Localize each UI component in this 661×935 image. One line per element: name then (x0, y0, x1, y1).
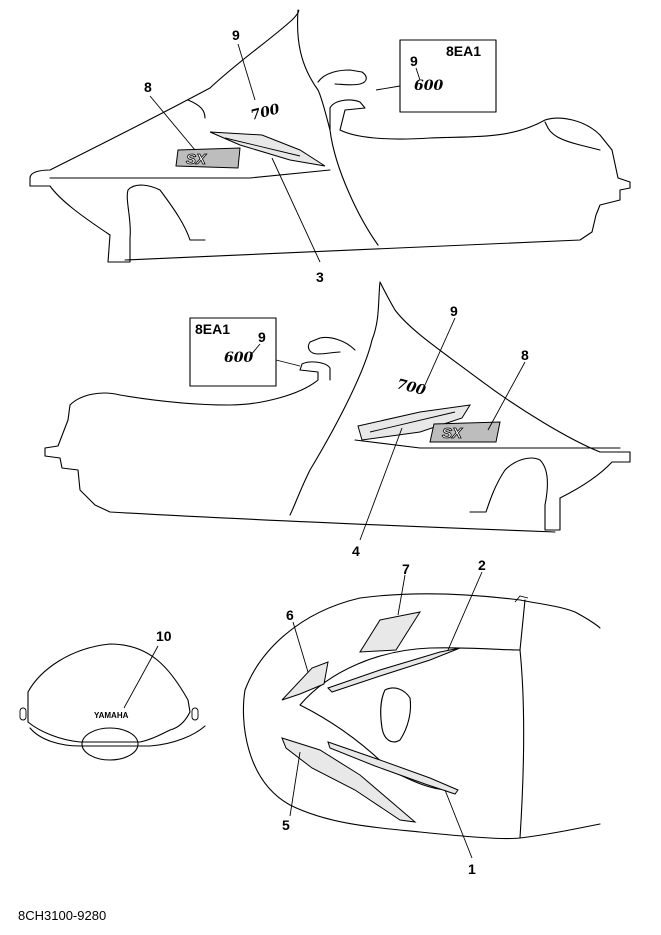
variant-pointer-right (275, 359, 301, 367)
side-panel-line-right (354, 439, 621, 449)
decal-9-700-emblem: 700 (249, 101, 281, 124)
leader-5 (289, 751, 301, 817)
hood-top-view: 7 2 6 5 1 (242, 557, 601, 877)
decal-4-inner (369, 411, 456, 433)
callout-4: 4 (352, 543, 360, 559)
callout-2: 2 (478, 557, 486, 573)
variant-emblem-right: 600 (224, 350, 253, 366)
windshield-outline (27, 643, 191, 743)
leader-3 (271, 157, 321, 263)
hood-right-side (519, 649, 525, 839)
callout-9-right: 9 (450, 303, 458, 319)
side-panel-line (49, 169, 331, 179)
decal-3-inner (224, 137, 301, 157)
hood-top-outline (242, 593, 601, 840)
windshield-base (29, 725, 206, 747)
seat-outline (329, 99, 613, 151)
handlebar (317, 69, 367, 86)
leader-9 (237, 43, 256, 101)
variant-leader-right (249, 343, 261, 357)
callout-6: 6 (286, 607, 294, 623)
variant-box-right (189, 317, 277, 387)
leader-8 (149, 95, 196, 151)
hood-outline-right (289, 281, 631, 516)
variant-box (399, 39, 497, 113)
windshield-edge (187, 99, 206, 119)
decal-8-sx-emblem (175, 147, 241, 169)
callout-5: 5 (282, 817, 290, 833)
sx-text-right: SX (442, 425, 463, 442)
leader-10 (123, 645, 159, 709)
decal-6 (281, 661, 329, 701)
decal-2-stripe (327, 647, 461, 693)
snowmobile-right-side-view: SX 700 9 8 4 8EA1 9 600 (44, 281, 631, 559)
bumper-right (559, 451, 631, 499)
decal-10-yamaha: YAMAHA (94, 711, 129, 720)
callout-3: 3 (316, 269, 324, 285)
bumper-nose (29, 177, 111, 236)
leader-4 (359, 427, 403, 541)
hood-center-opening (380, 687, 412, 743)
decal-7 (359, 611, 422, 653)
variant-part-number-right: 9 (258, 329, 266, 345)
leader-6 (292, 621, 309, 673)
leader-8-right (487, 361, 526, 431)
headlight (81, 727, 139, 761)
sx-text: SX (186, 151, 207, 168)
decal-1-stripe (327, 741, 459, 795)
variant-emblem: 600 (414, 78, 443, 94)
variant-code: 8EA1 (446, 43, 481, 59)
seat-back (544, 121, 601, 151)
callout-1: 1 (468, 861, 476, 877)
variant-part-number: 9 (410, 53, 418, 69)
windshield-front-view: YAMAHA 10 (19, 628, 206, 761)
hood-outline (29, 9, 379, 246)
decal-3-stripe (209, 131, 326, 167)
left-mirror (19, 707, 27, 721)
decal-9-700-emblem-right: 700 (395, 376, 427, 399)
callout-10: 10 (156, 628, 172, 644)
callout-9: 9 (232, 27, 240, 43)
running-board (124, 149, 631, 261)
leader-2 (447, 571, 483, 651)
decal-4-stripe (357, 404, 471, 441)
leader-7 (397, 574, 406, 616)
callout-8: 8 (144, 79, 152, 95)
ski-area (107, 184, 206, 263)
running-board-right (44, 419, 556, 533)
callout-8-right: 8 (521, 347, 529, 363)
figure-code: 8CH3100-9280 (18, 908, 106, 923)
variant-code-right: 8EA1 (195, 321, 230, 337)
right-mirror (191, 707, 199, 721)
callout-7: 7 (402, 561, 410, 577)
leader-9-right (424, 317, 456, 386)
handlebar-right (307, 336, 356, 355)
leader-1 (444, 789, 473, 859)
snowmobile-left-side-view: SX 700 9 8 3 8EA1 9 600 (29, 9, 631, 285)
decal-8-sx-emblem-right (429, 421, 501, 443)
ski-area-right (469, 457, 561, 531)
variant-leader (415, 67, 421, 81)
hood-notch (514, 595, 529, 603)
decal-5 (281, 737, 417, 823)
variant-pointer (375, 85, 401, 91)
seat-outline-right (67, 361, 331, 421)
